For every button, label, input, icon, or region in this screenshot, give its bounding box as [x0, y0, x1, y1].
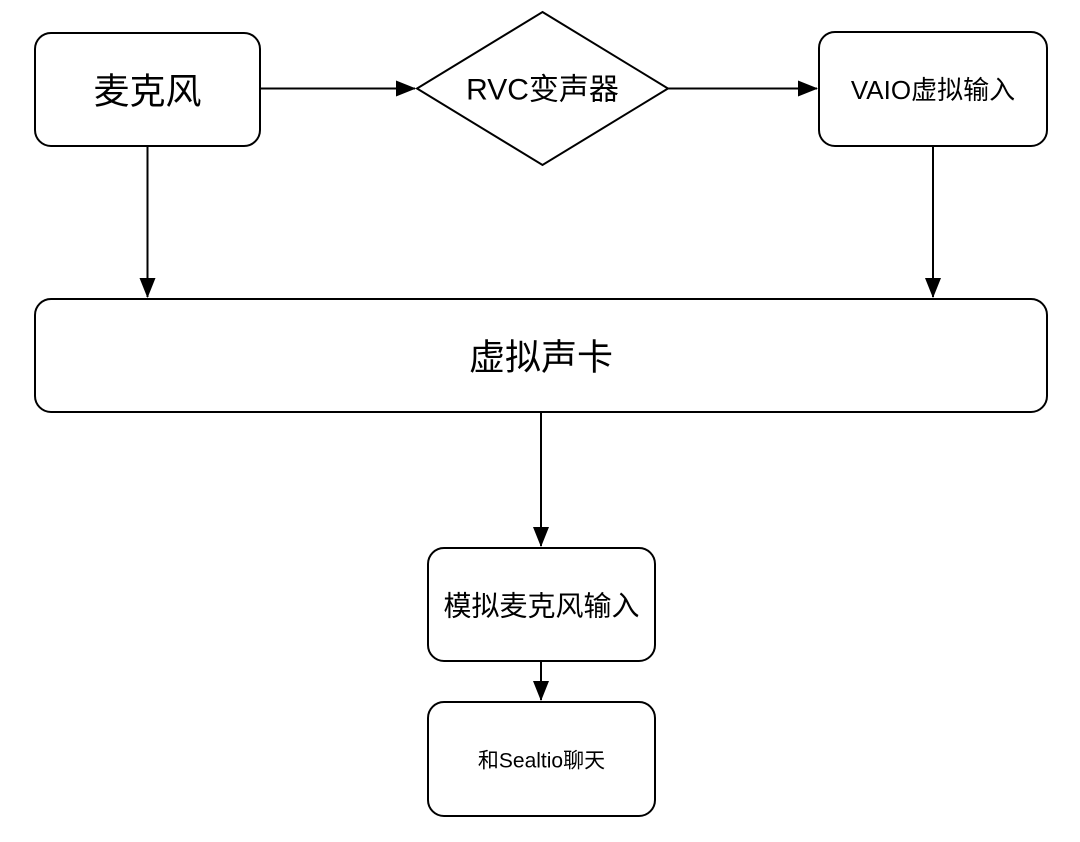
node-vaio: VAIO虚拟输入 [818, 31, 1048, 147]
node-soundcard-shape [34, 298, 1048, 413]
node-vaio-shape [818, 31, 1048, 147]
node-chat-label: 和Sealtio聊天 [478, 750, 605, 773]
node-microphone-label: 麦克风 [93, 71, 201, 112]
node-microphone: 麦克风 [34, 32, 261, 147]
node-mic-input: 模拟麦克风输入 [427, 547, 656, 662]
node-rvc-shape [415, 10, 670, 167]
node-microphone-shape [34, 32, 261, 147]
node-rvc: RVC变声器 [415, 10, 670, 167]
node-mic-input-label: 模拟麦克风输入 [443, 591, 639, 622]
node-soundcard-label: 虚拟声卡 [469, 337, 613, 378]
node-rvc-label: RVC变声器 [466, 74, 619, 107]
node-mic-input-shape [427, 547, 656, 662]
node-chat: 和Sealtio聊天 [427, 701, 656, 817]
node-vaio-label: VAIO虚拟输入 [851, 75, 1015, 105]
node-chat-shape [427, 701, 656, 817]
node-soundcard: 虚拟声卡 [34, 298, 1048, 413]
